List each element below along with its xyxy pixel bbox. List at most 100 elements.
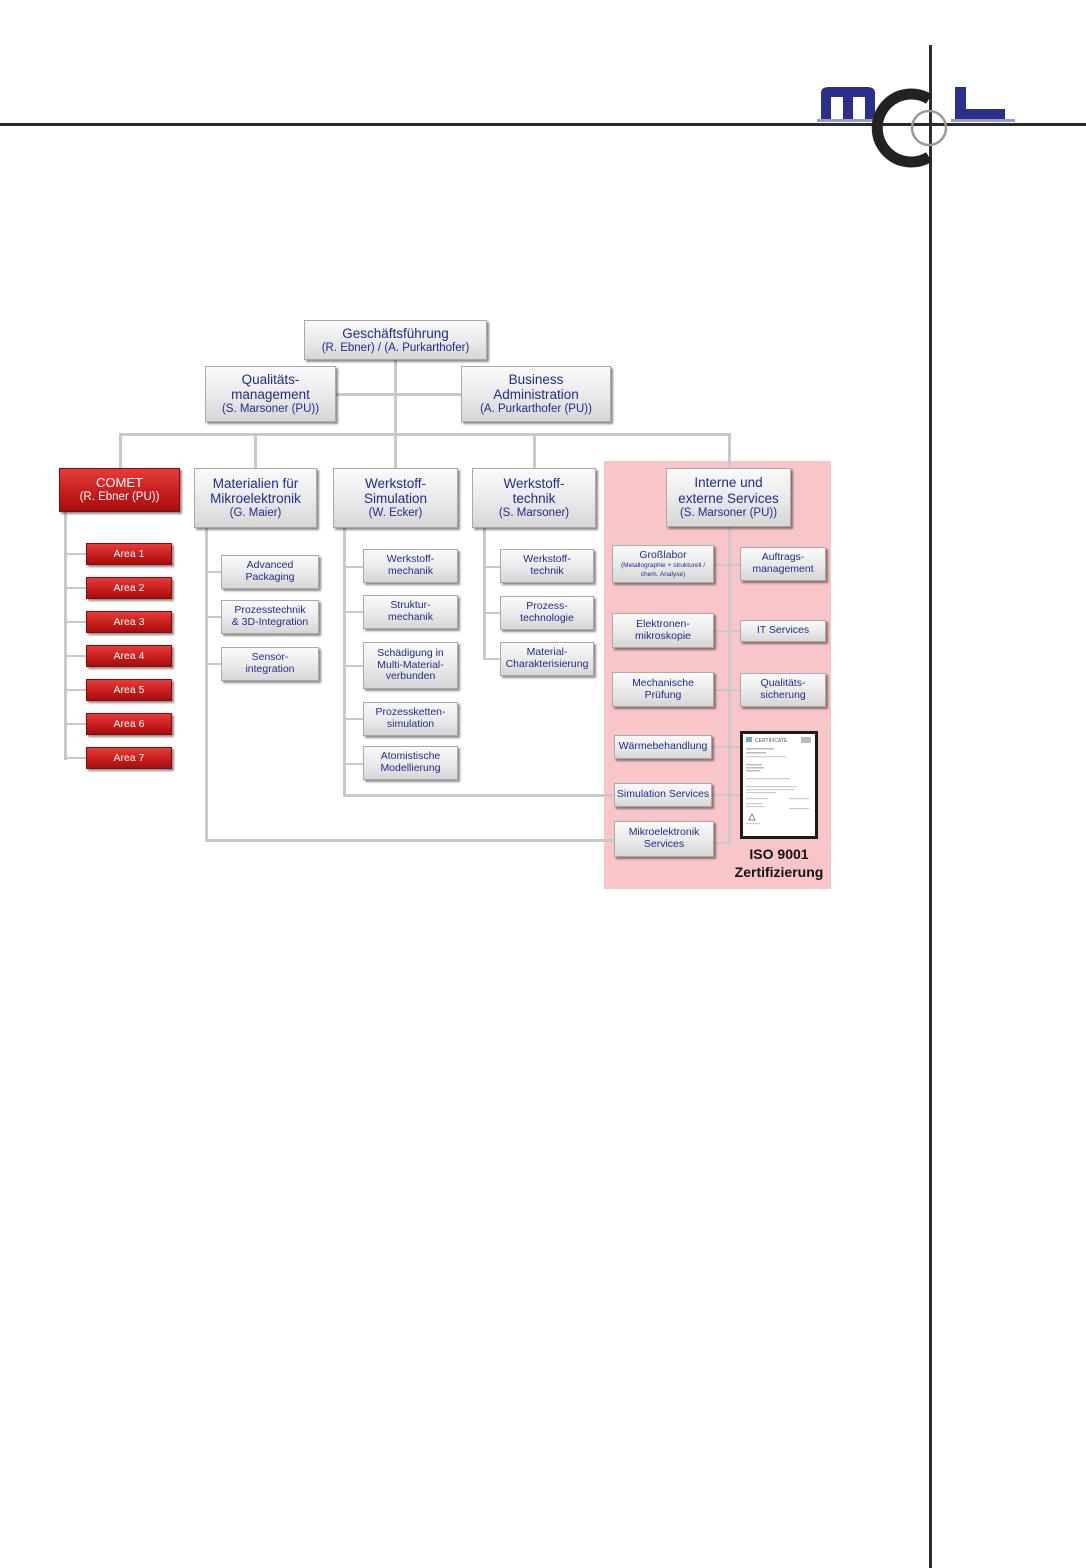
connector bbox=[714, 689, 740, 691]
connector bbox=[483, 612, 500, 614]
sim-item-box: Schädigung in Multi-Material- verbunden bbox=[363, 642, 458, 689]
box-line2: technik bbox=[512, 491, 556, 507]
item-line1: Schädigung in bbox=[377, 646, 444, 659]
item-line1: Advanced bbox=[246, 559, 294, 572]
connector bbox=[343, 611, 363, 613]
box-line2: externe Services bbox=[678, 490, 779, 506]
item-line1: Atomistische bbox=[380, 750, 441, 763]
item-line2: Multi-Material- bbox=[377, 658, 444, 671]
mcl-logo bbox=[817, 87, 1015, 168]
item-line3: verbunden bbox=[385, 670, 436, 683]
area-box: Area 2 bbox=[86, 577, 172, 599]
box-subtitle: (G. Maier) bbox=[229, 507, 282, 520]
item-line1: Werkstoff- bbox=[386, 553, 435, 566]
box-subtitle: (S. Marsoner (PU)) bbox=[221, 403, 320, 416]
area-box: Area 1 bbox=[86, 543, 172, 565]
sim-item-box: Atomistische Modellierung bbox=[363, 746, 458, 780]
box-subtitle: (R. Ebner) / (A. Purkarthofer) bbox=[321, 341, 470, 354]
item-line2: Modellierung bbox=[380, 762, 441, 774]
item-line1: Material- bbox=[526, 646, 568, 659]
box-title: Geschäftsführung bbox=[342, 325, 449, 341]
it-services-box: IT Services bbox=[740, 620, 826, 642]
item-line1: Auftrags- bbox=[761, 551, 805, 564]
connector bbox=[64, 757, 86, 759]
item-line2: Charakterisierung bbox=[505, 658, 589, 670]
connector bbox=[254, 433, 257, 468]
connector bbox=[728, 527, 731, 845]
item-line1: Sensor- bbox=[251, 651, 289, 664]
area-box: Area 4 bbox=[86, 645, 172, 667]
item-line2: mechanik bbox=[388, 611, 433, 623]
item-line1: Prozesstechnik bbox=[234, 604, 306, 617]
area-box: Area 6 bbox=[86, 713, 172, 735]
connector bbox=[343, 566, 363, 568]
certificate-icon: CERTIFICATE bbox=[743, 734, 815, 836]
elektronenmikroskopie-box: Elektronen- mikroskopie bbox=[612, 613, 714, 648]
connector bbox=[205, 571, 221, 573]
item-line1: Struktur- bbox=[390, 599, 431, 612]
box-line1: Werkstoff- bbox=[503, 475, 565, 491]
connector bbox=[483, 528, 486, 660]
connector bbox=[343, 665, 363, 667]
item-line1: Mikroelektronik bbox=[628, 826, 700, 839]
item-line2: Packaging bbox=[245, 571, 295, 583]
box-subtitle: (S. Marsoner) bbox=[498, 507, 570, 520]
connector bbox=[714, 842, 731, 844]
mat-item-box: Sensor- integration bbox=[221, 647, 319, 681]
connector bbox=[533, 433, 536, 468]
qualitaetsmanagement-box: Qualitäts- management (S. Marsoner (PU)) bbox=[205, 366, 336, 422]
item-label: Simulation Services bbox=[616, 788, 710, 801]
connector bbox=[205, 839, 614, 842]
item-line1: Prozessketten- bbox=[375, 706, 446, 719]
connector bbox=[205, 616, 221, 618]
connector bbox=[205, 528, 208, 841]
certificate-title: CERTIFICATE bbox=[755, 738, 788, 744]
mikroelektronik-services-box: Mikroelektronik Services bbox=[614, 821, 714, 857]
waermebehandlung-box: Wärmebehandlung bbox=[614, 735, 712, 759]
item-line2: mikroskopie bbox=[634, 629, 692, 642]
connector bbox=[483, 658, 500, 660]
connector bbox=[394, 433, 397, 468]
auftragsmanagement-box: Auftrags- management bbox=[740, 547, 826, 581]
connector bbox=[343, 528, 346, 797]
box-subtitle: (S. Marsoner (PU)) bbox=[679, 506, 778, 519]
werkstoff-simulation-box: Werkstoff- Simulation (W. Ecker) bbox=[333, 468, 458, 528]
box-line1: Business bbox=[508, 371, 564, 387]
mat-item-box: Prozesstechnik & 3D-Integration bbox=[221, 600, 319, 634]
item-title: Großlabor bbox=[639, 548, 687, 561]
area-box: Area 5 bbox=[86, 679, 172, 701]
mechanische-pruefung-box: Mechanische Prüfung bbox=[612, 672, 714, 707]
item-line2: Prüfung bbox=[644, 688, 682, 701]
box-line1: Materialien für bbox=[212, 475, 299, 491]
connector bbox=[119, 433, 122, 468]
connector bbox=[714, 564, 740, 566]
comet-box: COMET (R. Ebner (PU)) bbox=[59, 468, 180, 512]
qualitaetssicherung-box: Qualitäts- sicherung bbox=[740, 673, 826, 707]
connector bbox=[714, 630, 740, 632]
header-rule bbox=[0, 123, 1086, 126]
box-subtitle: (A. Purkarthofer (PU)) bbox=[480, 403, 592, 416]
box-line2: Simulation bbox=[363, 491, 428, 507]
box-subtitle: (R. Ebner (PU)) bbox=[79, 490, 160, 503]
item-line2: management bbox=[752, 563, 814, 575]
grosslabor-box: Großlabor (Metallographie + strukturell … bbox=[612, 545, 714, 583]
connector bbox=[64, 553, 86, 555]
sim-item-box: Werkstoff- mechanik bbox=[363, 549, 458, 583]
item-label: Wärmebehandlung bbox=[618, 740, 708, 753]
connector bbox=[336, 393, 461, 396]
connector bbox=[64, 512, 67, 760]
geschaeftsfuehrung-box: Geschäftsführung (R. Ebner) / (A. Purkar… bbox=[304, 320, 487, 360]
connector bbox=[343, 794, 614, 797]
item-line2: Services bbox=[643, 838, 685, 850]
connector bbox=[712, 794, 740, 796]
item-label: IT Services bbox=[756, 624, 810, 637]
item-line2: integration bbox=[245, 663, 295, 675]
connector bbox=[483, 566, 500, 568]
connector bbox=[728, 433, 731, 468]
area-box: Area 7 bbox=[86, 747, 172, 769]
item-detail2: chem. Analyse) bbox=[640, 570, 686, 578]
item-line1: Prozess- bbox=[526, 600, 568, 613]
box-subtitle: (W. Ecker) bbox=[368, 507, 423, 520]
box-line2: Mikroelektronik bbox=[210, 491, 301, 507]
business-administration-box: Business Administration (A. Purkarthofer… bbox=[461, 366, 611, 422]
